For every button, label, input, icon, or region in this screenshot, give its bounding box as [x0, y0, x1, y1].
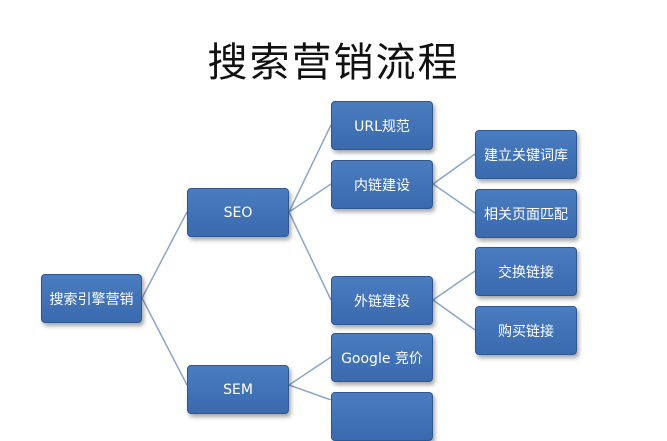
connector-seo-url	[288, 124, 332, 213]
node-seo[interactable]: SEO	[187, 188, 289, 237]
node-exchange[interactable]: 交换链接	[475, 247, 577, 296]
connector-outer-exchange	[432, 270, 476, 301]
node-keyword[interactable]: 建立关键词库	[475, 130, 577, 179]
node-google[interactable]: Google 竞价	[331, 333, 433, 382]
connector-inner-match	[432, 183, 476, 214]
node-inner-links[interactable]: 内链建设	[331, 160, 433, 209]
node-buy[interactable]: 购买链接	[475, 306, 577, 355]
connector-sem-google	[288, 356, 332, 386]
connector-seo-outer	[288, 211, 332, 301]
diagram-title: 搜索营销流程	[207, 40, 460, 86]
node-root[interactable]: 搜索引擎营销	[41, 274, 142, 323]
node-outer-links[interactable]: 外链建设	[331, 276, 433, 325]
connector-lines	[141, 124, 476, 400]
connector-inner-keyword	[432, 153, 476, 185]
connector-outer-buy	[432, 299, 476, 331]
node-next[interactable]	[331, 392, 433, 441]
connector-root-sem	[141, 297, 188, 386]
connector-root-seo	[141, 211, 188, 299]
connector-sem-next	[288, 384, 332, 400]
node-match[interactable]: 相关页面匹配	[475, 189, 577, 238]
node-sem[interactable]: SEM	[187, 365, 289, 414]
connector-seo-inner	[288, 183, 332, 213]
node-url[interactable]: URL规范	[331, 101, 433, 150]
diagram-canvas: 搜索营销流程 搜索引擎营销 SEO SEM URL规范 内链建设 外链建设 Go…	[41, 40, 577, 441]
